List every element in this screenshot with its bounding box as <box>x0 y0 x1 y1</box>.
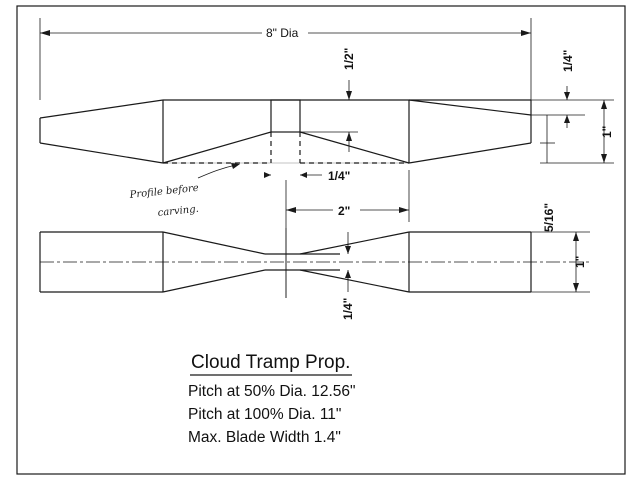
drawing-title: Cloud Tramp Prop. <box>191 352 350 373</box>
blade-width-label: 1" <box>573 256 587 268</box>
hub-offset-label: 1/4" <box>328 169 350 183</box>
hub-bottom-label: 1/4" <box>341 298 355 320</box>
blade-thickness-dimension: 1" <box>531 99 614 164</box>
hub-top-label: 1/2" <box>342 48 356 70</box>
plan-view <box>39 228 590 298</box>
gap-label: 5/16" <box>542 203 556 232</box>
diameter-label: 8" Dia <box>266 26 299 40</box>
hub-top-dimension: 1/2" <box>300 48 358 152</box>
diameter-dimension: 8" Dia <box>39 18 532 100</box>
profile-note: Profile before carving. <box>128 163 240 219</box>
tip-top-label: 1/4" <box>561 50 575 72</box>
spec-max-width: Max. Blade Width 1.4" <box>188 429 341 446</box>
hub-offset-dimension: 1/4" <box>264 169 350 183</box>
blade-thickness-label: 1" <box>600 126 614 138</box>
side-profile-view <box>39 99 532 164</box>
drawing-border <box>16 5 626 475</box>
blade-width-dimension: 1" <box>531 231 590 293</box>
hub-bottom-dimension: 1/4" <box>341 232 355 320</box>
profile-note-line1: Profile before <box>128 183 199 201</box>
profile-note-line2: carving. <box>157 204 199 219</box>
spec-pitch-50: Pitch at 50% Dia. 12.56" <box>188 383 356 400</box>
tip-top-dimension: 1/4" <box>531 50 585 144</box>
hub-length-label: 2" <box>338 204 350 218</box>
spec-pitch-100: Pitch at 100% Dia. 11" <box>188 406 341 423</box>
hub-length-dimension: 2" <box>285 170 410 298</box>
